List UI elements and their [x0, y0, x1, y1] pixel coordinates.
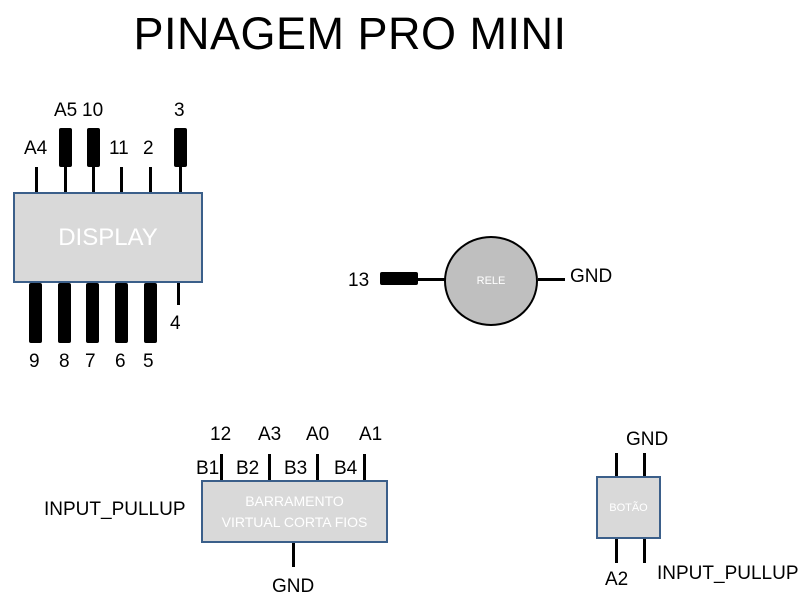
rele-label: RELE [476, 275, 506, 287]
page-title: PINAGEM PRO MINI [133, 8, 567, 59]
barramento-label-line2: VIRTUAL CORTA FIOS [221, 513, 368, 530]
display-pin-label: 6 [115, 351, 126, 372]
botao-pin-label-gnd: GND [626, 429, 669, 450]
botao-pin-label-a2: A2 [605, 569, 629, 590]
display-pin-2-lead [149, 167, 152, 193]
rele-pin-13-stem [418, 278, 445, 281]
barramento-pin-b3-lead [316, 454, 319, 480]
display-pin-label: 8 [59, 351, 70, 372]
botao-box: BOTÃO [596, 476, 661, 539]
display-box: DISPLAY [13, 192, 203, 283]
rele-pin-gnd-lead [538, 278, 565, 281]
barramento-pin-label: A0 [306, 424, 330, 445]
botao-pin-label-input-pullup: INPUT_PULLUP [657, 563, 799, 584]
display-pin-10-lead [87, 128, 100, 167]
display-pin-a4-lead [35, 167, 38, 193]
display-label: DISPLAY [58, 223, 158, 251]
botao-label: BOTÃO [609, 501, 648, 514]
barramento-bus-label: B2 [236, 458, 260, 479]
display-pin-label: 2 [143, 138, 154, 159]
barramento-box: BARRAMENTO VIRTUAL CORTA FIOS [201, 480, 388, 543]
display-pin-3-stem [179, 167, 182, 193]
botao-pin-bottom-left-lead [615, 539, 618, 563]
display-pin-label: 4 [170, 313, 181, 334]
barramento-pin-label: A1 [359, 424, 383, 445]
display-pin-11-lead [120, 167, 123, 193]
display-pin-label: A5 [54, 100, 78, 121]
barramento-pin-label-gnd: GND [272, 576, 315, 597]
display-pin-a5-stem [64, 167, 67, 193]
display-pin-label: 10 [82, 100, 104, 121]
display-pin-label: 11 [109, 138, 129, 159]
rele-pin-label-left: 13 [348, 270, 370, 291]
display-pin-7-lead [86, 283, 99, 343]
barramento-bus-label: B1 [196, 458, 220, 479]
barramento-pin-label: A3 [258, 424, 282, 445]
botao-pin-bottom-right-lead [643, 539, 646, 563]
rele-pin-13-lead [380, 272, 418, 285]
display-pin-label: 3 [174, 100, 185, 121]
display-pin-label: 9 [29, 351, 40, 372]
botao-pin-top-left-lead [615, 453, 618, 477]
barramento-pin-b4-lead [363, 454, 366, 480]
barramento-pin-b2-lead [268, 454, 271, 480]
display-pin-9-lead [29, 283, 42, 343]
display-pin-3-lead [174, 128, 187, 167]
barramento-pin-b1-lead [220, 454, 223, 480]
display-pin-label: A4 [24, 138, 48, 159]
rele-pin-label-right: GND [570, 266, 613, 287]
botao-pin-top-right-lead [643, 453, 646, 477]
display-pin-8-lead [58, 283, 71, 343]
barramento-pin-label: 12 [210, 424, 232, 445]
barramento-bus-label: B3 [284, 458, 308, 479]
display-pin-5-lead [144, 283, 157, 343]
display-pin-a5-lead [59, 128, 72, 167]
barramento-label-line1: BARRAMENTO [245, 492, 344, 509]
barramento-side-label: INPUT_PULLUP [44, 499, 186, 520]
display-pin-label: 5 [143, 351, 154, 372]
display-pin-6-lead [115, 283, 128, 343]
display-pin-10-stem [92, 167, 95, 193]
barramento-bus-label: B4 [334, 458, 358, 479]
rele-body: RELE [444, 236, 538, 326]
display-pin-4-lead [177, 283, 180, 305]
barramento-pin-gnd-lead [292, 543, 295, 567]
display-pin-label: 7 [85, 351, 96, 372]
